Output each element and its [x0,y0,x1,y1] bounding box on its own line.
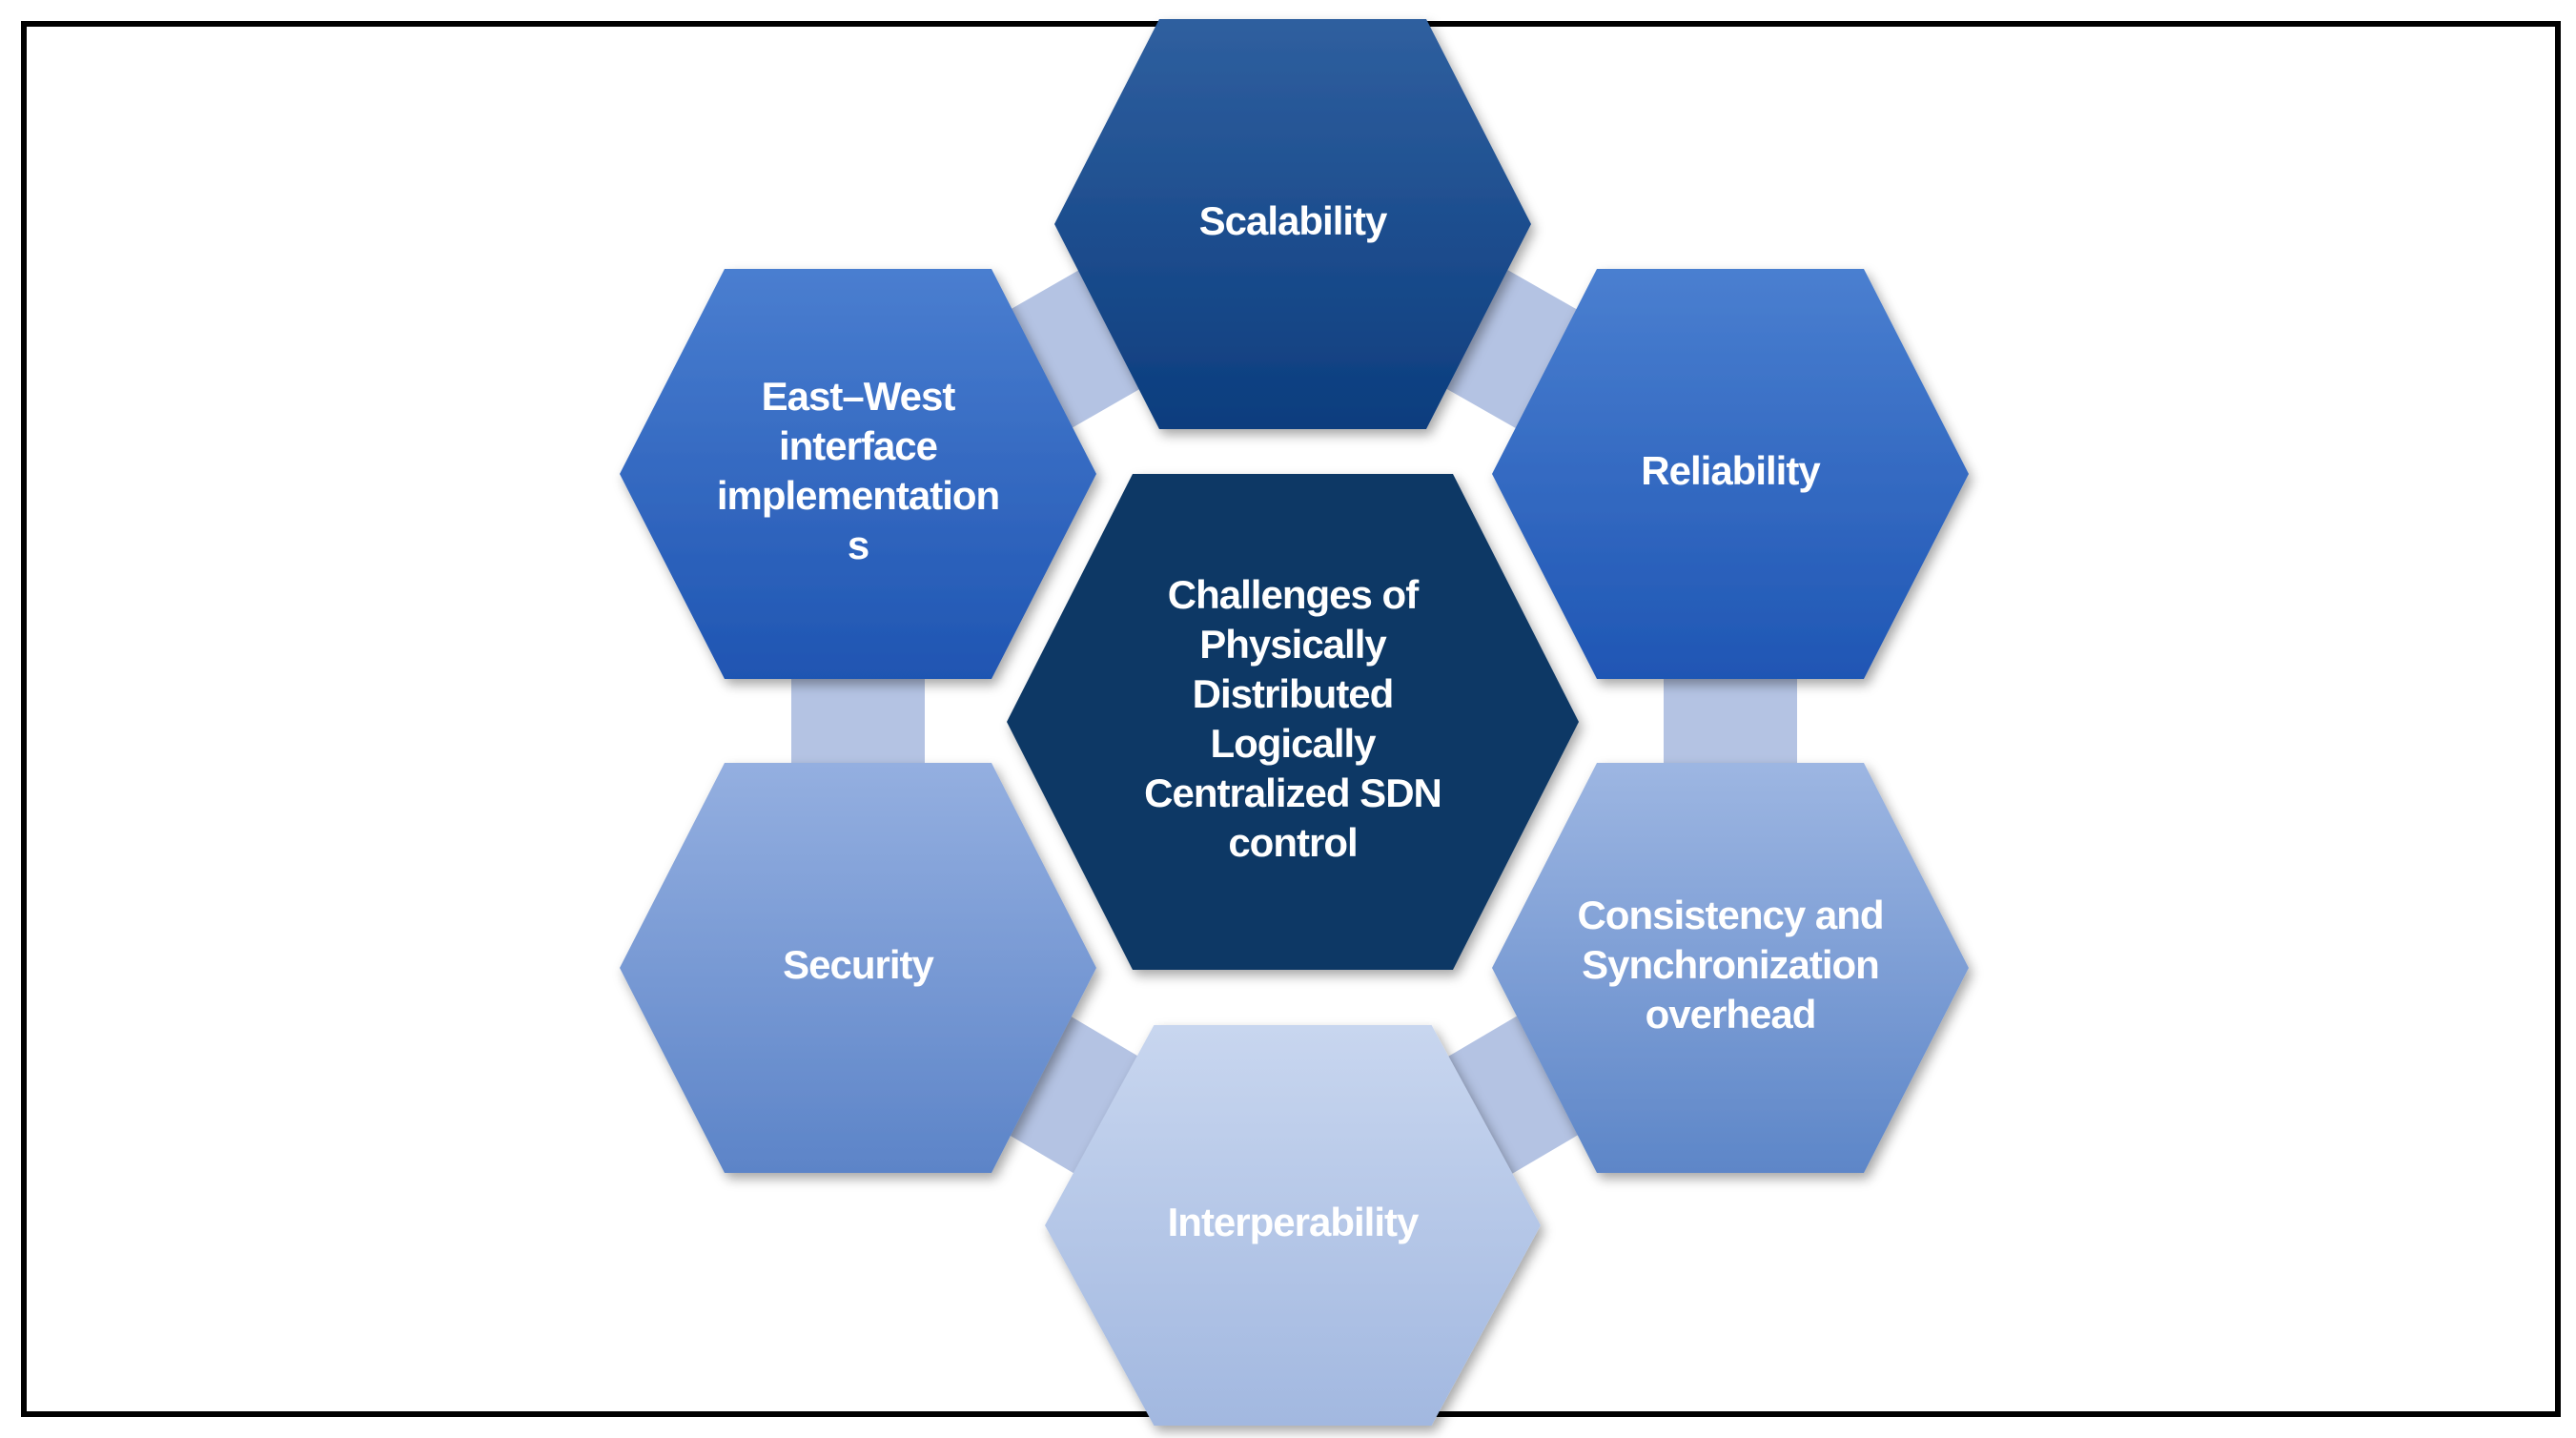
hexagon-shape-center [1007,474,1579,970]
hexagon-shape-interperability [1045,1025,1541,1426]
hexagon-security: Security [620,763,1096,1173]
hexagon-label-east-west: interface [779,423,937,468]
hexagon-reliability: Reliability [1492,269,1969,679]
hexagon-scalability: Scalability [1054,19,1531,429]
hexagon-interperability: Interperability [1045,1025,1541,1426]
hexagon-label-consistency: overhead [1646,992,1816,1037]
hexagon-label-consistency: Synchronization [1582,942,1879,987]
hexagon-label-reliability: Reliability [1641,448,1821,493]
hexagon-label-east-west: East–West [762,374,956,419]
hexagon-label-consistency: Consistency and [1577,893,1883,937]
hexagon-shape-reliability [1492,269,1969,679]
hexagon-shape-security [620,763,1096,1173]
hexagon-label-center: Centralized SDN [1144,770,1441,815]
hexagon-label-center: control [1228,820,1357,865]
hexagon-center: Challenges of PhysicallyDistributedLogica… [1007,474,1579,970]
hexagon-shape-consistency [1492,763,1969,1173]
hexagon-shape-east-west [620,269,1096,679]
hexagon-label-center: Challenges of [1168,572,1420,617]
hexagon-label-center: Physically [1199,622,1387,667]
hexagon-shape-scalability [1054,19,1531,429]
hexagon-label-east-west: s [848,523,869,567]
hexagon-label-center: Logically [1210,721,1377,766]
hexagon-label-scalability: Scalability [1199,198,1388,243]
hexagon-label-interperability: Interperability [1168,1200,1420,1244]
hexagon-label-security: Security [783,942,934,987]
hexagon-label-east-west: implementation [717,473,999,518]
hexagon-label-center: Distributed [1193,671,1394,716]
